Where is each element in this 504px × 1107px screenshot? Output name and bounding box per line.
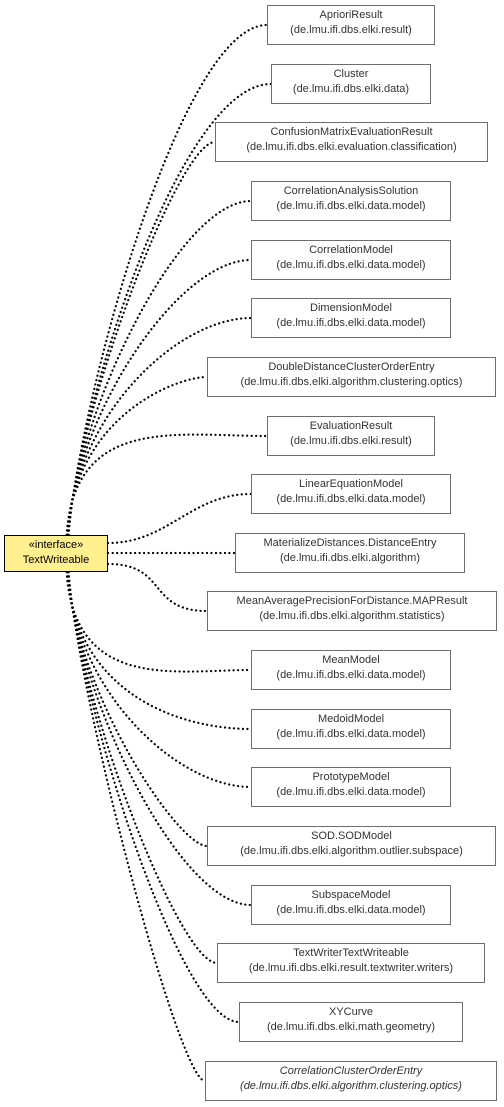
- class-box-textwritertextwriteable[interactable]: TextWriterTextWriteable (de.lmu.ifi.dbs.e…: [217, 943, 485, 983]
- edge-sod-sodmodel: [66, 570, 209, 848]
- class-package: (de.lmu.ifi.dbs.elki.data.model): [276, 786, 426, 798]
- class-box-meanaverageprecisionfordistance-mapresult[interactable]: MeanAveragePrecisionForDistance.MAPResul…: [207, 591, 497, 631]
- class-package: (de.lmu.ifi.dbs.elki.math.geometry): [266, 1021, 436, 1033]
- class-name: CorrelationClusterOrderEntry: [279, 1065, 423, 1077]
- class-box-dimensionmodel[interactable]: DimensionModel (de.lmu.ifi.dbs.elki.data.…: [251, 298, 451, 338]
- class-name: MaterializeDistances.DistanceEntry: [263, 537, 437, 549]
- class-package: (de.lmu.ifi.dbs.elki.result): [290, 435, 412, 447]
- class-package: (de.lmu.ifi.dbs.elki.algorithm.outlier.s…: [240, 845, 463, 857]
- class-box-confusionmatrixevaluationresult[interactable]: ConfusionMatrixEvaluationResult (de.lmu.i…: [215, 122, 488, 162]
- class-package: (de.lmu.ifi.dbs.elki.result): [290, 24, 412, 36]
- class-box-materializedistances-distanceentry[interactable]: MaterializeDistances.DistanceEntry (de.lm…: [235, 533, 465, 573]
- edge-evaluationresult: [65, 433, 269, 537]
- edge-prototypemodel: [66, 570, 253, 789]
- edge-meanaverageprecisionfordistance-mapresult: [106, 562, 209, 613]
- class-name: CorrelationModel: [309, 244, 393, 256]
- class-box-medoidmodel[interactable]: MedoidModel (de.lmu.ifi.dbs.elki.data.mod…: [251, 709, 451, 749]
- class-package: (de.lmu.ifi.dbs.elki.algorithm.clusterin…: [240, 1080, 462, 1092]
- class-box-doubledistanceclusterorderentry[interactable]: DoubleDistanceClusterOrderEntry (de.lmu.i…: [207, 357, 496, 397]
- class-name: SOD.SODModel: [311, 830, 392, 842]
- class-name: DoubleDistanceClusterOrderEntry: [268, 361, 435, 373]
- interface-stereotype: «interface»: [28, 539, 84, 551]
- class-package: (de.lmu.ifi.dbs.elki.evaluation.classifi…: [246, 141, 457, 153]
- class-package: (de.lmu.ifi.dbs.elki.data.model): [276, 259, 426, 271]
- edge-xycurve: [67, 570, 241, 1024]
- edge-cluster: [67, 82, 273, 537]
- class-box-prototypemodel[interactable]: PrototypeModel (de.lmu.ifi.dbs.elki.data.…: [251, 767, 451, 807]
- class-name: PrototypeModel: [312, 771, 390, 783]
- class-box-linearequationmodel[interactable]: LinearEquationModel (de.lmu.ifi.dbs.elki.…: [251, 474, 451, 514]
- class-package: (de.lmu.ifi.dbs.elki.algorithm.clusterin…: [240, 376, 463, 388]
- class-package: (de.lmu.ifi.dbs.elki.data.model): [276, 317, 426, 329]
- class-name: MeanModel: [322, 654, 380, 666]
- class-name: MedoidModel: [317, 713, 385, 725]
- edge-confusionmatrixevaluationresult: [67, 140, 217, 537]
- class-package: (de.lmu.ifi.dbs.elki.algorithm.statistic…: [259, 610, 445, 622]
- class-name: Cluster: [333, 68, 369, 80]
- class-package: (de.lmu.ifi.dbs.elki.data.model): [276, 200, 426, 212]
- class-name: XYCurve: [328, 1006, 374, 1018]
- edge-correlationclusterorderentry: [67, 570, 207, 1083]
- class-name: AprioriResult: [319, 9, 383, 21]
- class-box-subspacemodel[interactable]: SubspaceModel (de.lmu.ifi.dbs.elki.data.m…: [251, 885, 451, 925]
- class-name: LinearEquationModel: [299, 478, 403, 490]
- class-box-xycurve[interactable]: XYCurve (de.lmu.ifi.dbs.elki.math.geometr…: [239, 1002, 463, 1042]
- class-package: (de.lmu.ifi.dbs.elki.data.model): [276, 669, 426, 681]
- class-box-correlationmodel[interactable]: CorrelationModel (de.lmu.ifi.dbs.elki.dat…: [251, 240, 451, 280]
- class-package: (de.lmu.ifi.dbs.elki.algorithm): [280, 552, 420, 564]
- class-name: CorrelationAnalysisSolution: [283, 185, 419, 197]
- edge-doubledistanceclusterorderentry: [65, 375, 209, 537]
- class-name: DimensionModel: [310, 302, 392, 314]
- class-name: SubspaceModel: [311, 889, 391, 901]
- class-box-aprioriresult[interactable]: AprioriResult (de.lmu.ifi.dbs.elki.result…: [267, 5, 435, 45]
- class-name: MeanAveragePrecisionForDistance.MAPResul…: [236, 595, 468, 607]
- class-package: (de.lmu.ifi.dbs.elki.data.model): [276, 728, 426, 740]
- class-box-sod-sodmodel[interactable]: SOD.SODModel (de.lmu.ifi.dbs.elki.algorit…: [207, 826, 496, 866]
- edge-dimensionmodel: [66, 316, 253, 537]
- class-package: (de.lmu.ifi.dbs.elki.data.model): [276, 904, 426, 916]
- class-box-cluster[interactable]: Cluster (de.lmu.ifi.dbs.elki.data): [271, 64, 431, 104]
- class-package: (de.lmu.ifi.dbs.elki.data.model): [276, 493, 426, 505]
- interface-name: TextWriteable: [22, 554, 90, 566]
- class-name: EvaluationResult: [309, 420, 393, 432]
- interface-textwriteable[interactable]: «interface» TextWriteable: [4, 535, 108, 572]
- class-box-correlationanalysissolution[interactable]: CorrelationAnalysisSolution (de.lmu.ifi.d…: [251, 181, 451, 221]
- edge-medoidmodel: [65, 570, 253, 731]
- edge-linearequationmodel: [106, 492, 253, 545]
- class-box-meanmodel[interactable]: MeanModel (de.lmu.ifi.dbs.elki.data.model…: [251, 650, 451, 690]
- class-box-correlationclusterorderentry[interactable]: CorrelationClusterOrderEntry (de.lmu.ifi.…: [205, 1061, 497, 1101]
- class-box-evaluationresult[interactable]: EvaluationResult (de.lmu.ifi.dbs.elki.res…: [267, 416, 435, 456]
- edge-textwritertextwriteable: [67, 570, 219, 965]
- class-package: (de.lmu.ifi.dbs.elki.result.textwriter.w…: [248, 962, 454, 974]
- class-name: ConfusionMatrixEvaluationResult: [270, 126, 433, 138]
- class-name: TextWriterTextWriteable: [293, 947, 409, 959]
- class-package: (de.lmu.ifi.dbs.elki.data): [292, 83, 410, 95]
